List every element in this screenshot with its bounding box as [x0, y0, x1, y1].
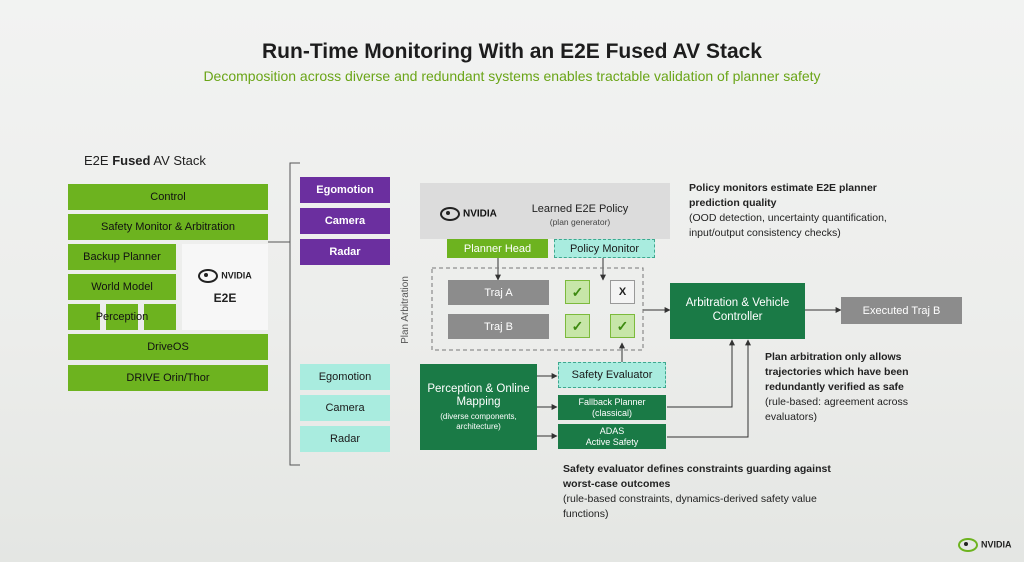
fallback-title: Fallback Planner: [578, 396, 646, 407]
stack-layer-backup-planner: Backup Planner: [68, 244, 176, 270]
stack-layer-world-model: World Model: [68, 274, 176, 300]
perception-mapping-title: Perception & Online Mapping: [427, 382, 530, 409]
check-icon: ✓: [565, 314, 590, 338]
nvidia-eye-icon: [440, 207, 460, 221]
perception-label: Perception: [95, 311, 149, 323]
plan-arbitration-label: Plan Arbitration: [400, 276, 411, 344]
sensor-radar-primary: Radar: [300, 239, 390, 265]
fallback-planner: Fallback Planner (classical): [558, 395, 666, 420]
executed-traj: Executed Traj B: [841, 297, 962, 324]
note-safety-evaluator-heading: Safety evaluator defines constraints gua…: [563, 463, 831, 490]
perception-mapping-subtitle: (diverse components, architecture): [440, 412, 517, 431]
policy-monitor: Policy Monitor: [554, 239, 655, 258]
footer-nvidia-logo: NVIDIA: [958, 538, 1012, 552]
stack-layer-safety-monitor: Safety Monitor & Arbitration: [68, 214, 268, 240]
e2e-label: E2E: [213, 291, 237, 305]
perception-block-1: [68, 304, 100, 330]
policy-nvidia-logo: NVIDIA: [440, 207, 497, 221]
traj-b: Traj B: [448, 314, 549, 339]
check-icon: ✓: [565, 280, 590, 304]
sensor-egomotion-primary: Egomotion: [300, 177, 390, 203]
nvidia-eye-icon: [198, 269, 219, 283]
slide-title: Run-Time Monitoring With an E2E Fused AV…: [262, 40, 762, 63]
safety-evaluator: Safety Evaluator: [558, 362, 666, 388]
policy-title: Learned E2E Policy: [531, 203, 629, 215]
note-plan-arbitration: Plan arbitration only allows trajectorie…: [765, 350, 940, 425]
arbitration-vehicle-controller: Arbitration & Vehicle Controller: [670, 283, 805, 339]
cross-icon: X: [610, 280, 635, 304]
note-safety-evaluator-body: (rule-based constraints, dynamics-derive…: [563, 492, 817, 520]
policy-subtitle: (plan generator): [549, 217, 611, 227]
sensor-camera-secondary: Camera: [300, 395, 390, 421]
e2e-block: NVIDIA E2E: [182, 244, 268, 330]
stack-layer-driveos: DriveOS: [68, 334, 268, 360]
fallback-subtitle: (classical): [591, 407, 632, 418]
note-policy-monitors-heading: Policy monitors estimate E2E planner pre…: [689, 182, 877, 209]
note-policy-monitors: Policy monitors estimate E2E planner pre…: [689, 181, 904, 241]
stack-layer-drive-orin-thor: DRIVE Orin/Thor: [68, 365, 268, 391]
note-safety-evaluator: Safety evaluator defines constraints gua…: [563, 462, 833, 522]
perception-block-3: [144, 304, 176, 330]
adas-line-2: Active Safety: [585, 436, 639, 447]
check-icon: ✓: [610, 314, 635, 338]
nvidia-eye-icon: [958, 538, 978, 552]
sensor-camera-primary: Camera: [300, 208, 390, 234]
perception-online-mapping: Perception & Online Mapping (diverse com…: [420, 364, 537, 450]
sensor-radar-secondary: Radar: [300, 426, 390, 452]
stack-layer-control: Control: [68, 184, 268, 210]
planner-head: Planner Head: [447, 239, 548, 258]
learned-e2e-policy: NVIDIA Learned E2E Policy (plan generato…: [420, 183, 670, 239]
e2e-nvidia-logo: NVIDIA: [198, 269, 252, 283]
slide-subtitle: Decomposition across diverse and redunda…: [203, 68, 821, 84]
adas-line-1: ADAS: [599, 425, 625, 436]
note-policy-monitors-body: (OOD detection, uncertainty quantificati…: [689, 211, 887, 239]
note-plan-arbitration-heading: Plan arbitration only allows trajectorie…: [765, 351, 909, 393]
sensor-egomotion-secondary: Egomotion: [300, 364, 390, 390]
perception-block-2: [106, 304, 138, 330]
traj-a: Traj A: [448, 280, 549, 305]
stack-layer-perception: Perception: [68, 304, 176, 330]
adas-active-safety: ADAS Active Safety: [558, 424, 666, 449]
stack-title: E2E Fused AV Stack: [84, 153, 206, 168]
note-plan-arbitration-body: (rule-based: agreement across evaluators…: [765, 395, 908, 423]
